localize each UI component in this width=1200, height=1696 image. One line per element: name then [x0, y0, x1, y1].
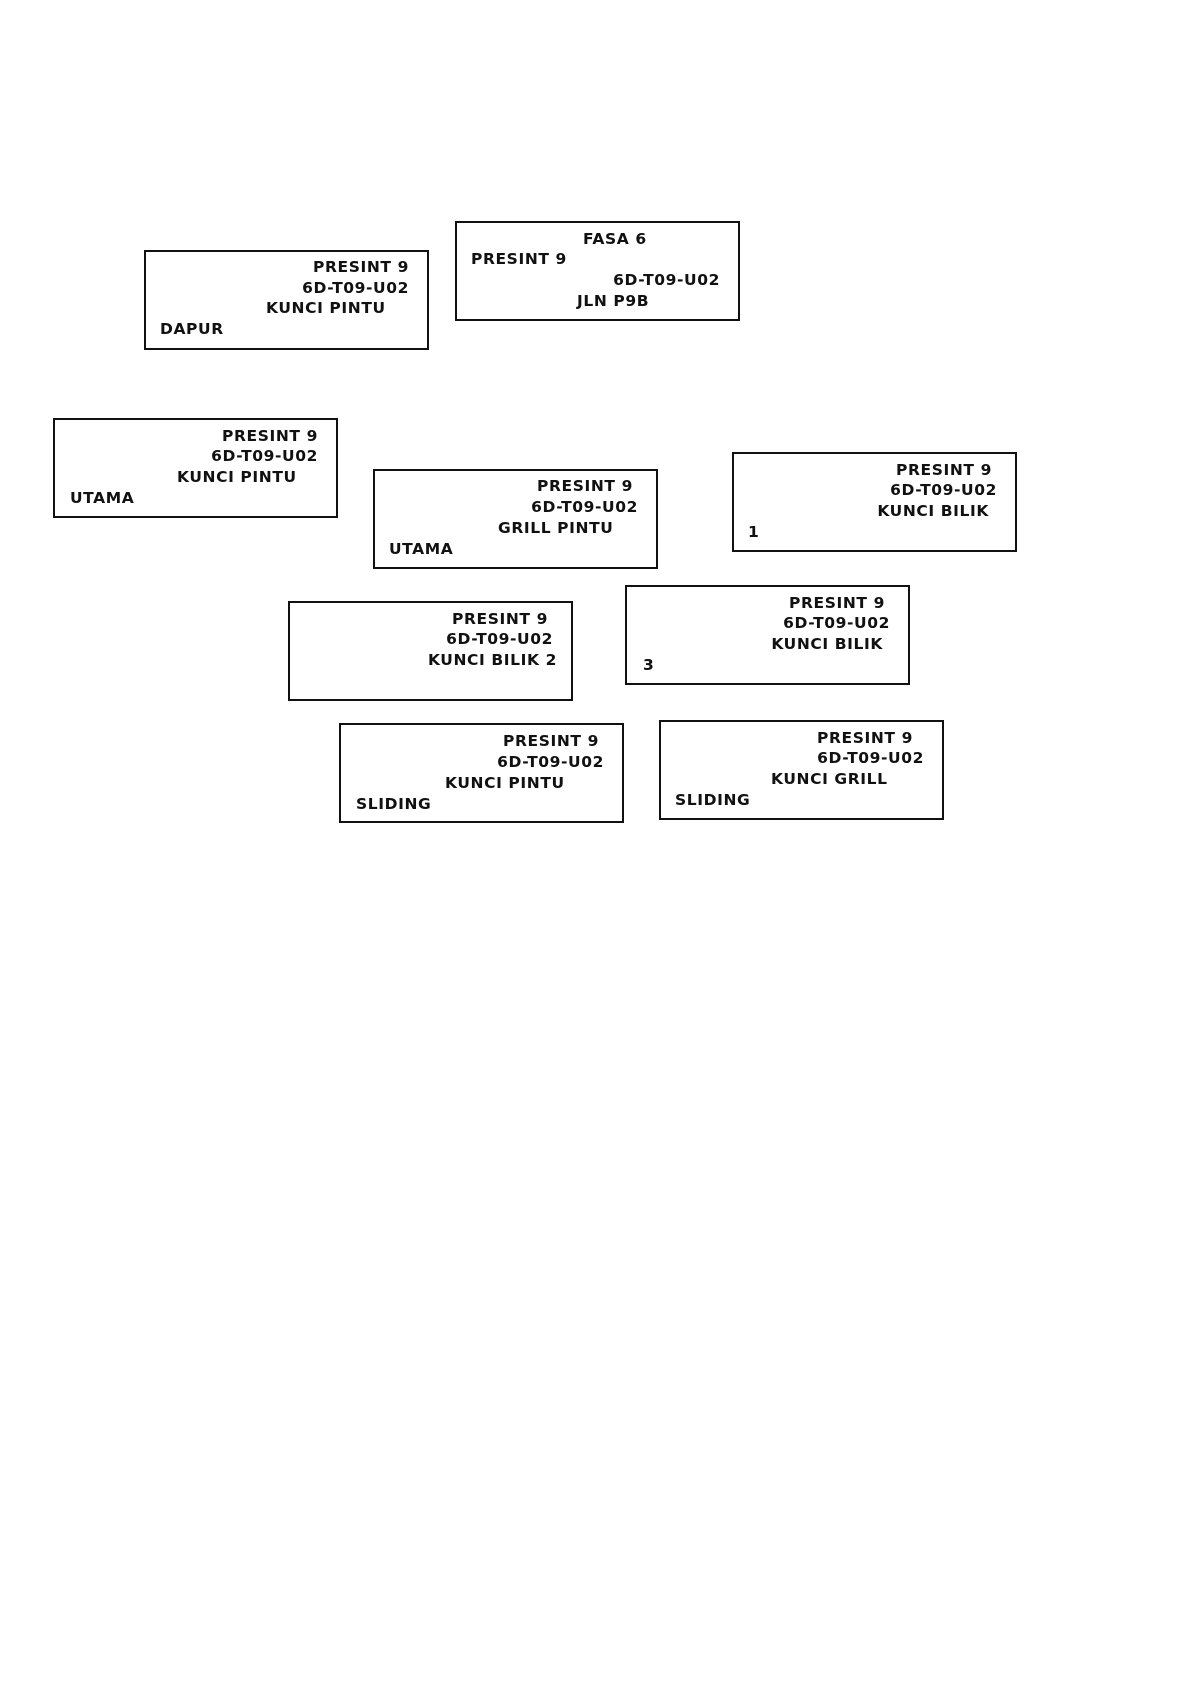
label-line-location: SLIDING	[356, 795, 432, 813]
key-tag-label-sliding-pintu: PRESINT 9 6D-T09-U02 KUNCI PINTU SLIDING	[339, 723, 624, 823]
label-line-unit-code: 6D-T09-U02	[613, 271, 720, 289]
label-line-presint: PRESINT 9	[471, 250, 567, 268]
key-tag-label-bilik-2: PRESINT 9 6D-T09-U02 KUNCI BILIK 2	[288, 601, 573, 701]
label-line-presint: PRESINT 9	[503, 732, 599, 750]
label-line-presint: PRESINT 9	[789, 594, 885, 612]
label-line-key-type: GRILL PINTU	[498, 519, 614, 537]
label-line-key-type: KUNCI PINTU	[445, 774, 565, 792]
label-line-unit-code: 6D-T09-U02	[446, 630, 553, 648]
label-line-unit-code: 6D-T09-U02	[531, 498, 638, 516]
label-line-unit-code: 6D-T09-U02	[783, 614, 890, 632]
label-line-number: 1	[748, 523, 760, 541]
label-line-key-type: KUNCI BILIK	[877, 502, 989, 520]
label-line-presint: PRESINT 9	[452, 610, 548, 628]
key-tag-label-utama-grill: PRESINT 9 6D-T09-U02 GRILL PINTU UTAMA	[373, 469, 658, 569]
key-tag-label-utama-kunci: PRESINT 9 6D-T09-U02 KUNCI PINTU UTAMA	[53, 418, 338, 518]
key-tag-label-sliding-grill: PRESINT 9 6D-T09-U02 KUNCI GRILL SLIDING	[659, 720, 944, 820]
label-line-location: SLIDING	[675, 791, 751, 809]
label-line-unit-code: 6D-T09-U02	[817, 749, 924, 767]
key-tag-label-bilik-3: PRESINT 9 6D-T09-U02 KUNCI BILIK 3	[625, 585, 910, 685]
label-line-presint: PRESINT 9	[817, 729, 913, 747]
label-line-location: DAPUR	[160, 320, 224, 338]
label-line-presint: PRESINT 9	[896, 461, 992, 479]
label-line-key-type: KUNCI PINTU	[266, 299, 386, 317]
label-line-key-type: KUNCI BILIK	[771, 635, 883, 653]
label-line-location: UTAMA	[389, 540, 454, 558]
label-line-presint: PRESINT 9	[222, 427, 318, 445]
label-line-presint: PRESINT 9	[537, 477, 633, 495]
key-tag-label-fasa: FASA 6 PRESINT 9 6D-T09-U02 JLN P9B	[455, 221, 740, 321]
label-line-key-type: KUNCI PINTU	[177, 468, 297, 486]
label-line-presint: PRESINT 9	[313, 258, 409, 276]
label-line-unit-code: 6D-T09-U02	[890, 481, 997, 499]
label-line-unit-code: 6D-T09-U02	[497, 753, 604, 771]
label-line-unit-code: 6D-T09-U02	[302, 279, 409, 297]
key-tag-label-bilik-1: PRESINT 9 6D-T09-U02 KUNCI BILIK 1	[732, 452, 1017, 552]
label-line-key-type: KUNCI GRILL	[771, 770, 888, 788]
key-tag-label-dapur: PRESINT 9 6D-T09-U02 KUNCI PINTU DAPUR	[144, 250, 429, 350]
label-line-unit-code: 6D-T09-U02	[211, 447, 318, 465]
label-line-phase: FASA 6	[583, 230, 647, 248]
label-line-number: 3	[643, 656, 655, 674]
label-line-key-type: KUNCI BILIK 2	[427, 651, 557, 669]
label-line-location: UTAMA	[70, 489, 135, 507]
label-line-street: JLN P9B	[577, 292, 650, 310]
